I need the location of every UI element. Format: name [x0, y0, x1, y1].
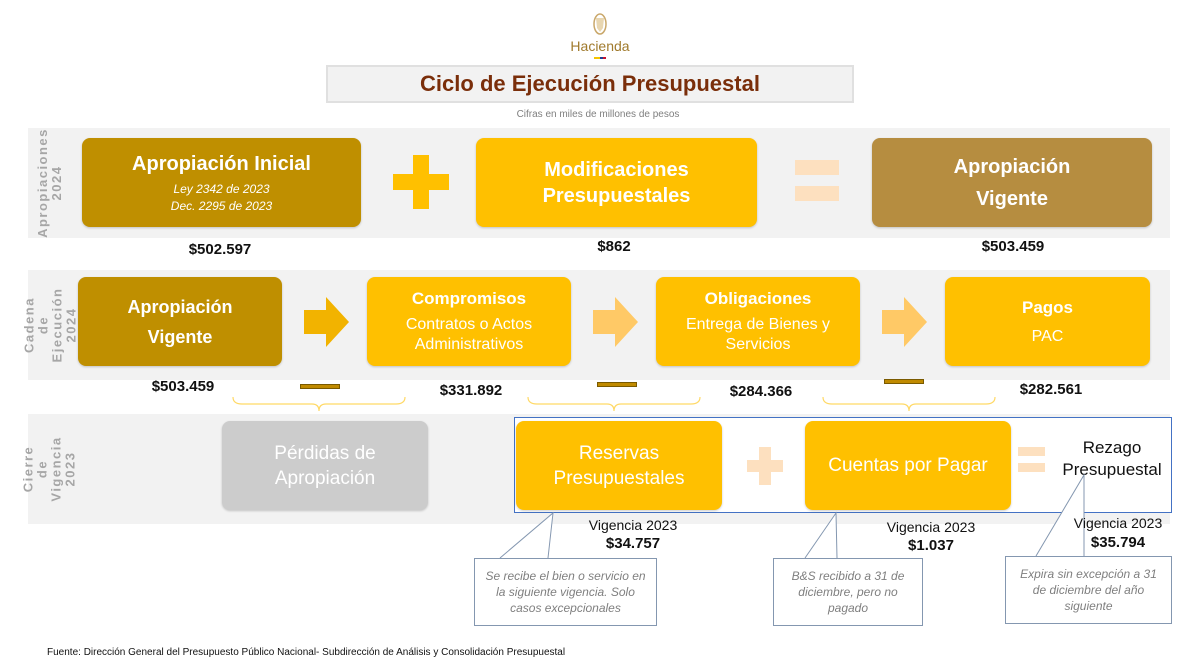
hacienda-logo: Hacienda — [560, 12, 640, 59]
box-title: Compromisos — [411, 288, 527, 308]
box-title: Modificaciones Presupuestales — [542, 158, 691, 207]
rezago-label: Rezago Presupuestal — [1062, 438, 1162, 479]
arrow-right-icon — [882, 297, 927, 347]
apropiacion-inicial-box: Apropiación Inicial Ley 2342 de 2023 Dec… — [82, 138, 361, 227]
value-compromisos: $331.892 — [439, 382, 503, 399]
minus-icon — [300, 384, 340, 389]
obligaciones-box: Obligaciones Entrega de Bienes y Servici… — [656, 277, 860, 366]
box-title: Apropiación Vigente — [953, 155, 1071, 210]
cuentas-note: B&S recibido a 31 de diciembre, pero no … — [773, 558, 923, 626]
compromisos-box: Compromisos Contratos o Actos Administra… — [367, 277, 571, 366]
box-title: Apropiación Vigente — [127, 296, 233, 347]
coat-of-arms-icon — [593, 13, 607, 35]
value-pagos: $282.561 — [1019, 381, 1083, 398]
equals-icon — [1018, 447, 1045, 472]
box-title: Pagos — [1021, 297, 1074, 317]
brace-icon — [527, 396, 701, 412]
arrow-right-icon — [304, 297, 349, 347]
reservas-note: Se recibe el bien o servicio en la sigui… — [474, 558, 657, 626]
box-sub: Contratos o Actos Administrativos — [405, 315, 533, 353]
apropiacion-vigente-box: Apropiación Vigente — [872, 138, 1152, 227]
source-footer: Fuente: Dirección General del Presupuest… — [47, 647, 566, 658]
subtitle: Cifras en miles de millones de pesos — [516, 109, 680, 120]
vigencia-cuentas: Vigencia 2023 — [886, 519, 976, 535]
value-apropiacion-inicial: $502.597 — [188, 241, 252, 258]
brace-icon — [232, 396, 406, 412]
value-reservas: $34.757 — [605, 535, 661, 552]
pagos-box: Pagos PAC — [945, 277, 1150, 366]
apropiacion-vigente-chain-box: Apropiación Vigente — [78, 277, 282, 366]
box-sub: PAC — [1031, 327, 1064, 345]
box-title: Cuentas por Pagar — [828, 454, 988, 476]
vigencia-rezago: Vigencia 2023 — [1073, 515, 1163, 531]
box-title: Obligaciones — [704, 288, 812, 308]
box-title: Pérdidas de Apropiación — [274, 442, 376, 489]
box-line: Dec. 2295 de 2023 — [170, 198, 273, 213]
value-apropiacion-vigente-chain: $503.459 — [151, 378, 215, 395]
value-modificaciones: $862 — [597, 238, 631, 255]
box-title: Apropiación Inicial — [132, 152, 311, 175]
value-rezago: $35.794 — [1090, 534, 1146, 551]
minus-icon — [597, 382, 637, 387]
reservas-box: Reservas Presupuestales — [516, 421, 722, 510]
brace-icon — [822, 396, 996, 412]
minus-icon — [884, 379, 924, 384]
page-title: Ciclo de Ejecución Presupuestal — [420, 71, 760, 96]
box-sub: Entrega de Bienes y Servicios — [685, 315, 831, 353]
value-cuentas: $1.037 — [908, 537, 954, 554]
perdidas-box: Pérdidas de Apropiación — [222, 421, 428, 510]
value-apropiacion-vigente: $503.459 — [981, 238, 1045, 255]
box-line: Ley 2342 de 2023 — [173, 181, 270, 196]
box-title: Reservas Presupuestales — [553, 442, 685, 489]
brand-name: Hacienda — [570, 38, 630, 54]
equals-icon — [795, 160, 839, 201]
plus-icon — [747, 447, 783, 485]
cuentas-por-pagar-box: Cuentas por Pagar — [805, 421, 1011, 510]
value-obligaciones: $284.366 — [729, 383, 793, 400]
vigencia-reservas: Vigencia 2023 — [588, 517, 678, 533]
flag-stripe — [594, 57, 606, 59]
plus-icon — [393, 155, 449, 209]
rezago-note: Expira sin excepción a 31 de diciembre d… — [1005, 556, 1172, 624]
title-box: Ciclo de Ejecución Presupuestal — [326, 65, 854, 103]
arrow-right-icon — [593, 297, 638, 347]
modificaciones-box: Modificaciones Presupuestales — [476, 138, 757, 227]
